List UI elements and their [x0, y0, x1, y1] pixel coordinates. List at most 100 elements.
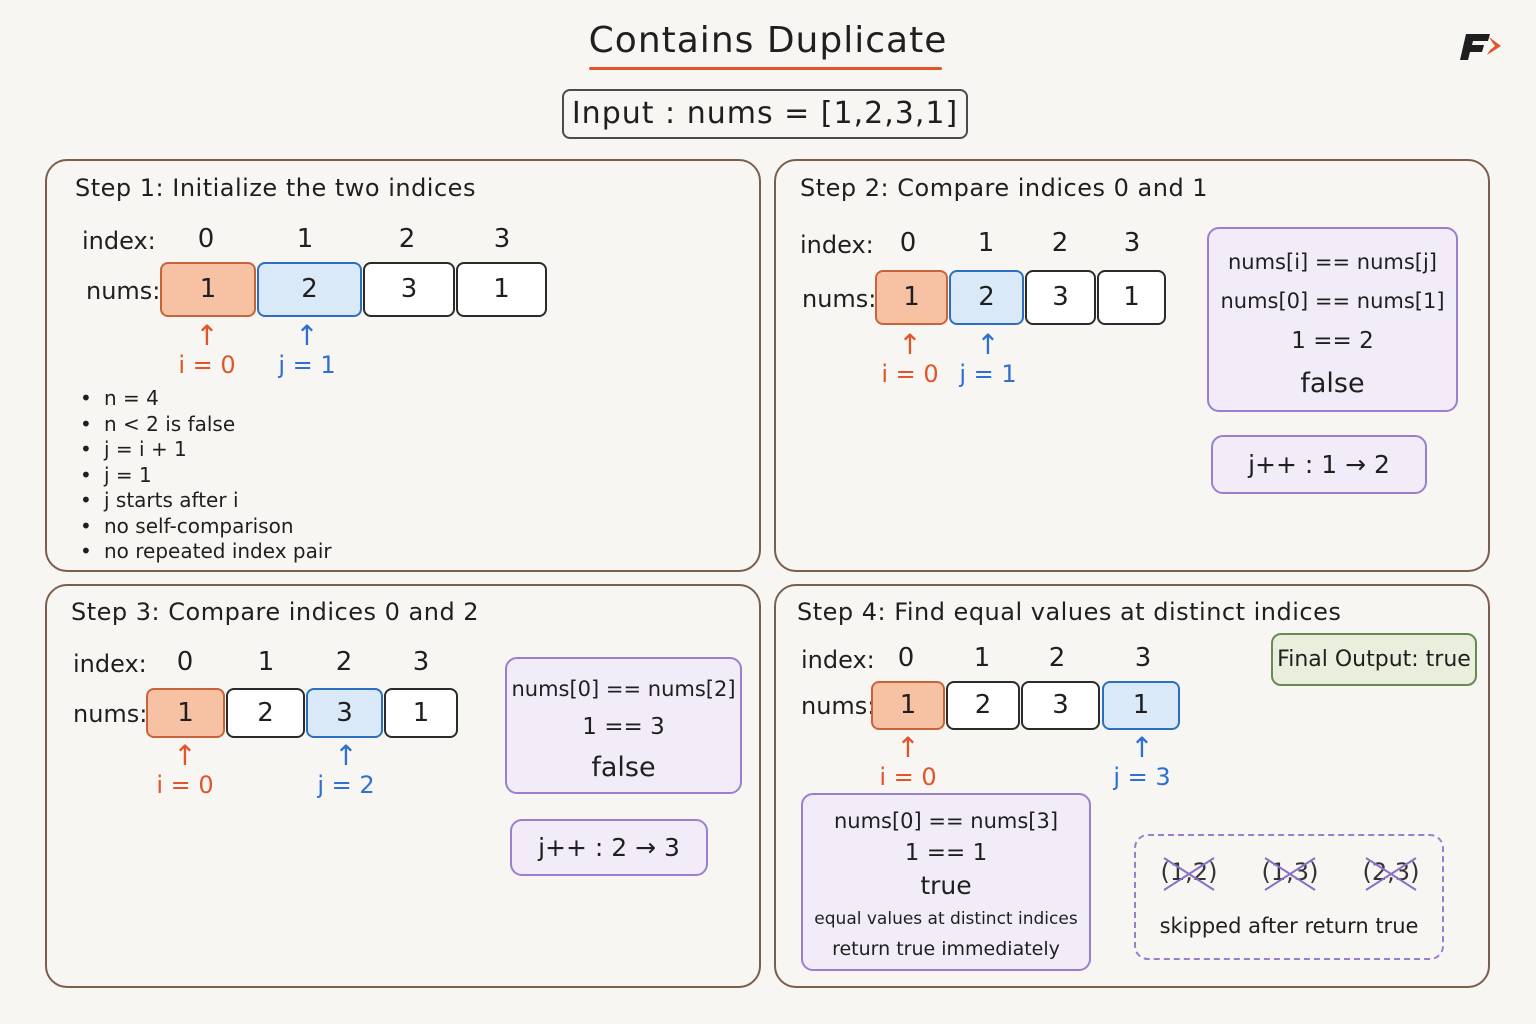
- cross-out-icon: [1163, 857, 1215, 891]
- arrow-up-icon: ↑: [1130, 731, 1154, 764]
- skipped-pair: (2,3): [1356, 857, 1426, 891]
- j-pointer: ↑ j = 1: [958, 331, 1018, 389]
- list-item: n = 4: [80, 386, 332, 412]
- step4-compare-box: nums[0] == nums[3] 1 == 1 true equal val…: [801, 793, 1091, 971]
- array-cell-3: 1: [1102, 681, 1180, 730]
- arrow-up-icon: ↑: [295, 319, 319, 352]
- array-cell-1: 2: [257, 262, 362, 317]
- title-underline: [589, 67, 942, 70]
- step3-compare-box: nums[0] == nums[2] 1 == 3 false: [505, 657, 742, 794]
- array-cell-3: 1: [456, 262, 547, 317]
- nums-label: nums:: [801, 692, 876, 720]
- array-cell-1: 2: [949, 270, 1024, 325]
- nums-label: nums:: [86, 277, 161, 305]
- nums-label: nums:: [802, 285, 877, 313]
- index-label: index:: [800, 231, 874, 259]
- j-pointer: ↑ j = 3: [1112, 734, 1172, 792]
- index-2: 2: [1048, 643, 1066, 673]
- index-1: 1: [296, 224, 314, 254]
- j-pointer-label: j = 1: [959, 360, 1017, 388]
- list-item: j starts after i: [80, 488, 332, 514]
- array-cell-0: 1: [875, 270, 948, 325]
- skipped-pairs-box: (1,2) (1,3) (2,3) skipped after return t…: [1134, 834, 1444, 960]
- arrow-up-icon: ↑: [976, 328, 1000, 361]
- skipped-pair: (1,2): [1154, 857, 1224, 891]
- index-0: 0: [899, 228, 917, 258]
- arrow-up-icon: ↑: [896, 731, 920, 764]
- array-cell-2: 3: [306, 688, 383, 738]
- array-cell-2: 3: [1021, 681, 1100, 730]
- list-item: n < 2 is false: [80, 412, 332, 438]
- list-item: no repeated index pair: [80, 539, 332, 565]
- array-cell-2: 3: [363, 262, 455, 317]
- brand-logo: [1456, 28, 1506, 64]
- step4-title: Step 4: Find equal values at distinct in…: [797, 598, 1342, 626]
- index-2: 2: [1051, 228, 1069, 258]
- index-3: 3: [493, 224, 511, 254]
- compare-note: equal values at distinct indices: [814, 909, 1078, 929]
- compare-line: nums[0] == nums[2]: [511, 677, 736, 701]
- compare-line: 1 == 2: [1291, 328, 1374, 354]
- step3-increment-box: j++ : 2 → 3: [510, 819, 708, 876]
- j-pointer-label: j = 2: [317, 771, 375, 799]
- compare-result: false: [591, 752, 656, 783]
- step2-increment-box: j++ : 1 → 2: [1211, 435, 1427, 494]
- array-cell-1: 2: [226, 688, 305, 738]
- i-pointer-label: i = 0: [156, 771, 214, 799]
- input-box: Input : nums = [1,2,3,1]: [562, 89, 968, 139]
- step4-panel: [774, 584, 1490, 988]
- compare-line: nums[0] == nums[3]: [833, 809, 1059, 833]
- j-pointer: ↑ j = 2: [316, 742, 376, 800]
- list-item: no self-comparison: [80, 514, 332, 540]
- j-pointer: ↑ j = 1: [277, 322, 337, 380]
- index-0: 0: [197, 224, 215, 254]
- compare-line: nums[0] == nums[1]: [1220, 289, 1445, 313]
- i-pointer-label: i = 0: [881, 360, 939, 388]
- i-pointer-label: i = 0: [879, 763, 937, 791]
- index-1: 1: [973, 643, 991, 673]
- skipped-note: skipped after return true: [1159, 914, 1419, 938]
- compare-result: false: [1300, 368, 1365, 399]
- i-pointer-label: i = 0: [178, 351, 236, 379]
- list-item: j = i + 1: [80, 437, 332, 463]
- final-output-badge: Final Output: true: [1271, 633, 1477, 686]
- index-1: 1: [257, 647, 275, 677]
- j-pointer-label: j = 1: [278, 351, 336, 379]
- index-label: index:: [73, 650, 147, 678]
- array-cell-3: 1: [1097, 270, 1166, 325]
- compare-note: return true immediately: [832, 938, 1060, 960]
- step1-panel: [45, 159, 761, 572]
- compare-result: true: [920, 871, 972, 900]
- index-3: 3: [412, 647, 430, 677]
- i-pointer: ↑ i = 0: [878, 734, 938, 792]
- array-cell-0: 1: [160, 262, 256, 317]
- array-cell-0: 1: [146, 688, 225, 738]
- nums-label: nums:: [73, 700, 148, 728]
- index-0: 0: [897, 643, 915, 673]
- compare-line: 1 == 3: [582, 714, 665, 740]
- arrow-up-icon: ↑: [898, 328, 922, 361]
- step1-bullet-list: n = 4 n < 2 is false j = i + 1 j = 1 j s…: [80, 386, 332, 565]
- i-pointer: ↑ i = 0: [177, 322, 237, 380]
- page-title: Contains Duplicate: [588, 20, 948, 61]
- index-1: 1: [977, 228, 995, 258]
- j-pointer-label: j = 3: [1113, 763, 1171, 791]
- index-label: index:: [801, 646, 875, 674]
- compare-line: nums[i] == nums[j]: [1227, 250, 1437, 274]
- step3-panel: [45, 584, 761, 988]
- i-pointer: ↑ i = 0: [155, 742, 215, 800]
- array-cell-0: 1: [871, 681, 945, 730]
- step2-title: Step 2: Compare indices 0 and 1: [800, 174, 1209, 202]
- array-cell-1: 2: [946, 681, 1020, 730]
- step2-compare-box: nums[i] == nums[j] nums[0] == nums[1] 1 …: [1207, 227, 1458, 412]
- index-0: 0: [176, 647, 194, 677]
- array-cell-2: 3: [1025, 270, 1096, 325]
- index-2: 2: [398, 224, 416, 254]
- skipped-pair: (1,3): [1255, 857, 1325, 891]
- index-2: 2: [335, 647, 353, 677]
- list-item: j = 1: [80, 463, 332, 489]
- arrow-up-icon: ↑: [173, 739, 197, 772]
- arrow-up-icon: ↑: [195, 319, 219, 352]
- index-label: index:: [82, 227, 156, 255]
- cross-out-icon: [1365, 857, 1417, 891]
